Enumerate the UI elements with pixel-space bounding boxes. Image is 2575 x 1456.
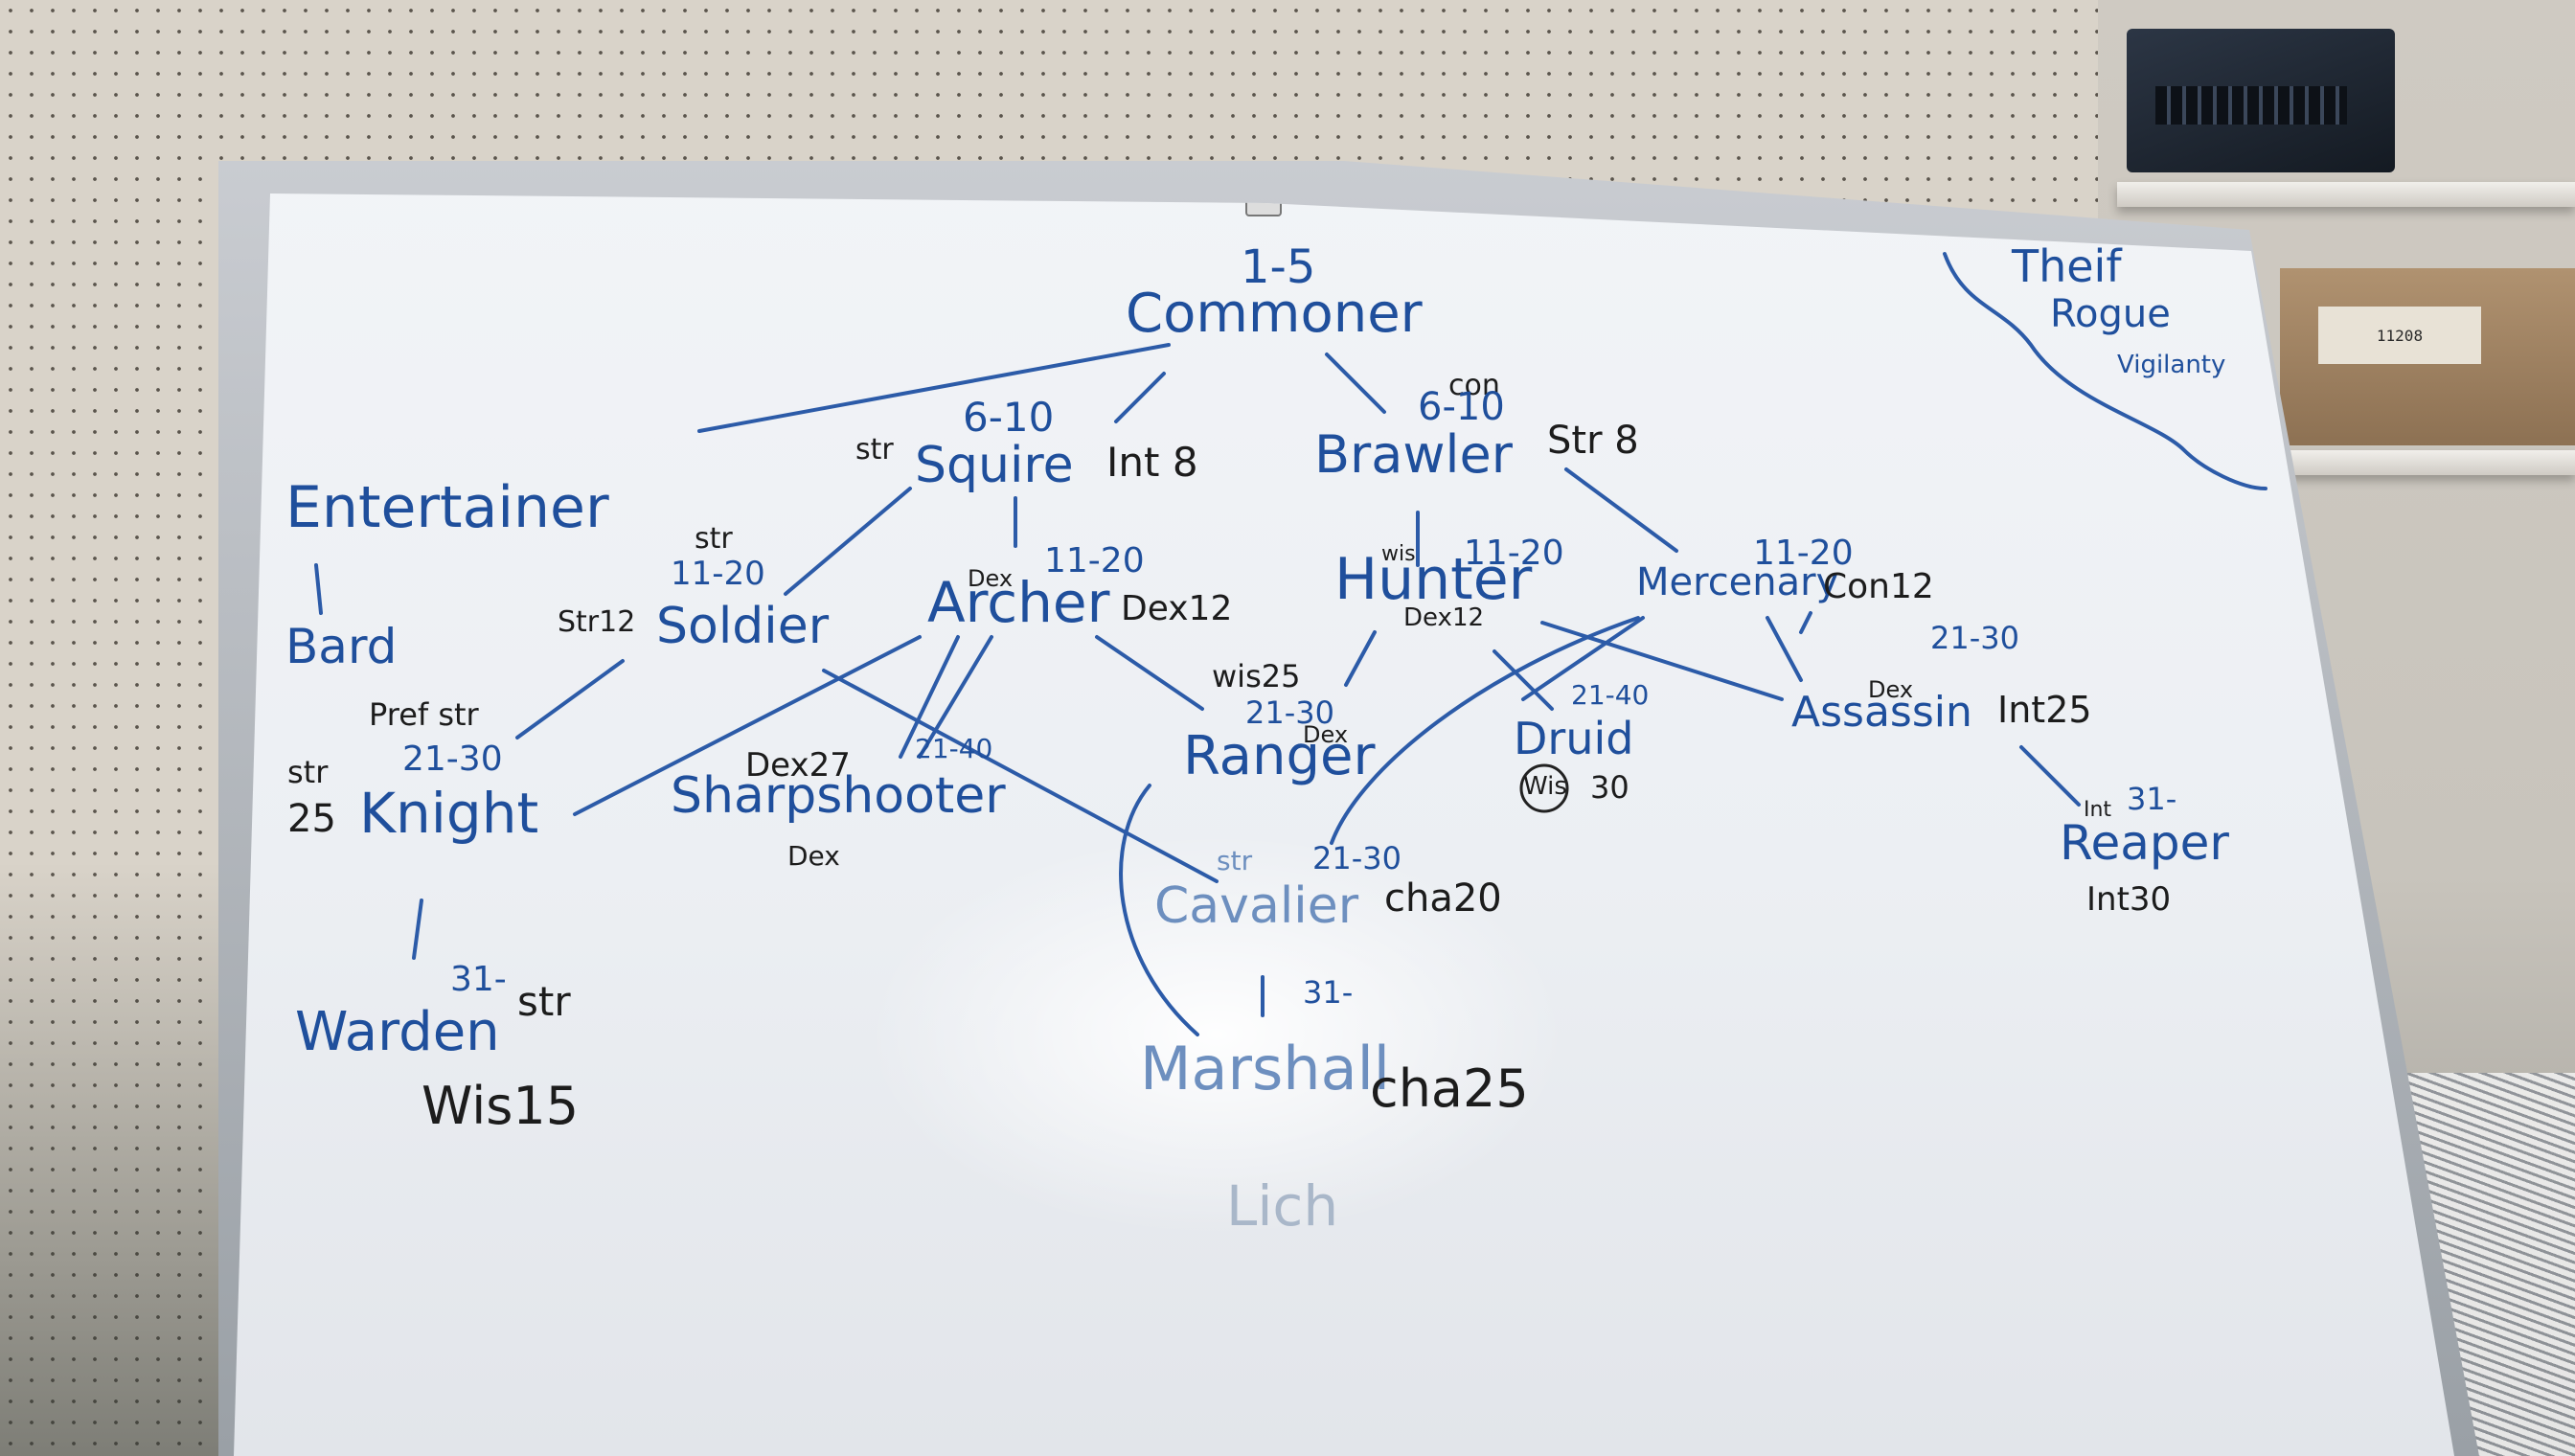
cavalier-cha: cha20 <box>1384 876 1502 921</box>
wall-shadow <box>0 862 249 1456</box>
line-archer-knight <box>573 635 922 816</box>
ranger-level: 21-30 <box>1245 694 1334 731</box>
knight-str: str <box>287 754 329 790</box>
line-commoner-squire <box>1114 372 1166 423</box>
commoner-label: Commoner <box>1126 283 1423 345</box>
line-ranger-marshall <box>1119 784 1199 1036</box>
druid-wis: Wis <box>1523 772 1567 801</box>
hunter-level: 11-20 <box>1464 534 1564 573</box>
marshall-level: 31- <box>1303 974 1354 1011</box>
line-knight-warden <box>412 899 423 960</box>
line-hunter-assassin <box>1540 621 1784 701</box>
line-squire-soldier <box>784 487 912 596</box>
line-mercenary-druid <box>1521 616 1645 701</box>
warden-label: Warden <box>295 1001 500 1063</box>
mercenary-label: Mercenary <box>1636 560 1839 604</box>
marshall-cha: cha25 <box>1370 1058 1529 1119</box>
cardboard-box: 11208 <box>2280 268 2575 445</box>
rogue-label: Rogue <box>2050 292 2171 336</box>
brawler-label: Brawler <box>1314 424 1513 485</box>
warden-wis: Wis15 <box>422 1076 580 1136</box>
soldier-str: Str12 <box>558 605 636 639</box>
line-hunter-ranger <box>1344 630 1377 687</box>
knight-label: Knight <box>359 781 539 846</box>
assassin-dex: Dex <box>1868 676 1914 703</box>
brawler-level: 6-10 <box>1418 385 1505 429</box>
bard-label: Bard <box>285 619 398 674</box>
brawler-con: con <box>1448 369 1500 402</box>
archer-level: 11-20 <box>1044 541 1145 580</box>
ranger-wis: wis25 <box>1212 658 1301 694</box>
cavalier-str: str <box>1217 845 1253 876</box>
mercenary-level: 11-20 <box>1753 534 1854 573</box>
theif-label: Theif <box>2012 240 2122 292</box>
reaper-int-top: Int <box>2084 798 2112 822</box>
ranger-dex: Dex <box>1303 721 1349 748</box>
squire-label: Squire <box>915 437 1074 494</box>
box-label: 11208 <box>2318 307 2481 364</box>
knight-25: 25 <box>287 797 336 841</box>
druid-label: Druid <box>1514 713 1634 764</box>
soldier-level: 11-20 <box>671 555 765 593</box>
line-mercenary-down <box>1799 611 1812 634</box>
soldier-label: Soldier <box>656 598 830 655</box>
brawler-str: Str 8 <box>1547 419 1639 463</box>
sharpshooter-dex-below: Dex <box>787 840 840 872</box>
line-archer-sharpshooter-1 <box>899 635 960 759</box>
hunter-wis: wis <box>1381 542 1416 566</box>
line-soldier-knight <box>515 659 625 739</box>
knight-level: 21-30 <box>402 739 503 779</box>
assassin-level: 21-30 <box>1930 620 2019 656</box>
cavalier-level: 21-30 <box>1312 840 1401 876</box>
upper-shelf <box>2117 182 2575 207</box>
squire-level: 6-10 <box>963 394 1055 441</box>
sharpshooter-label: Sharpshooter <box>671 767 1006 825</box>
druid-level: 21-40 <box>1571 679 1650 711</box>
vigilante-label: Vigilanty <box>2117 351 2226 379</box>
switch-ports <box>2155 86 2347 125</box>
warden-level: 31- <box>450 960 507 999</box>
assassin-int: Int25 <box>1997 689 2092 731</box>
commoner-level: 1-5 <box>1241 240 1316 294</box>
entertainer-label: Entertainer <box>285 474 609 541</box>
assassin-label: Assassin <box>1791 688 1972 737</box>
line-commoner-left <box>697 343 1171 433</box>
sharpshooter-level: 21-40 <box>915 733 993 764</box>
line-mercenary-cavalier <box>1330 616 1640 845</box>
soldier-str-top: str <box>695 522 733 556</box>
lich-label: Lich <box>1226 1173 1339 1239</box>
druid-30: 30 <box>1590 769 1629 806</box>
hunter-dex: Dex12 <box>1403 603 1485 632</box>
knight-pref: Pref str <box>369 696 479 733</box>
archer-label: Archer <box>927 570 1110 635</box>
squire-str: str <box>855 433 894 466</box>
network-switch <box>2127 29 2395 172</box>
druid-wis-circle <box>1519 763 1569 813</box>
reaper-level: 31- <box>2127 781 2177 817</box>
reaper-label: Reaper <box>2060 815 2229 871</box>
reaper-int: Int30 <box>2086 880 2172 919</box>
sharpshooter-dex: Dex27 <box>745 746 851 785</box>
hunter-label: Hunter <box>1334 546 1533 613</box>
line-soldier-cavalier <box>822 669 1219 883</box>
cavalier-label: Cavalier <box>1154 877 1359 935</box>
line-rogue-branch <box>1943 252 2267 490</box>
line-archer-ranger <box>1095 635 1204 711</box>
line-mercenary-assassin <box>1766 616 1803 682</box>
ranger-label: Ranger <box>1183 725 1376 787</box>
line-assassin-reaper <box>2019 745 2081 807</box>
archer-dex: Dex12 <box>1121 589 1233 628</box>
line-brawler-mercenary <box>1564 467 1678 553</box>
line-archer-sharpshooter-2 <box>918 635 993 759</box>
line-hunter-druid <box>1493 649 1554 711</box>
squire-int: Int 8 <box>1106 439 1198 486</box>
mercenary-con: Con12 <box>1823 567 1934 606</box>
line-commoner-brawler <box>1325 353 1386 414</box>
marshall-label: Marshall <box>1140 1034 1391 1103</box>
archer-dex-top: Dex <box>968 565 1014 592</box>
warden-str: str <box>517 978 571 1025</box>
line-entertainer-bard <box>314 563 323 615</box>
